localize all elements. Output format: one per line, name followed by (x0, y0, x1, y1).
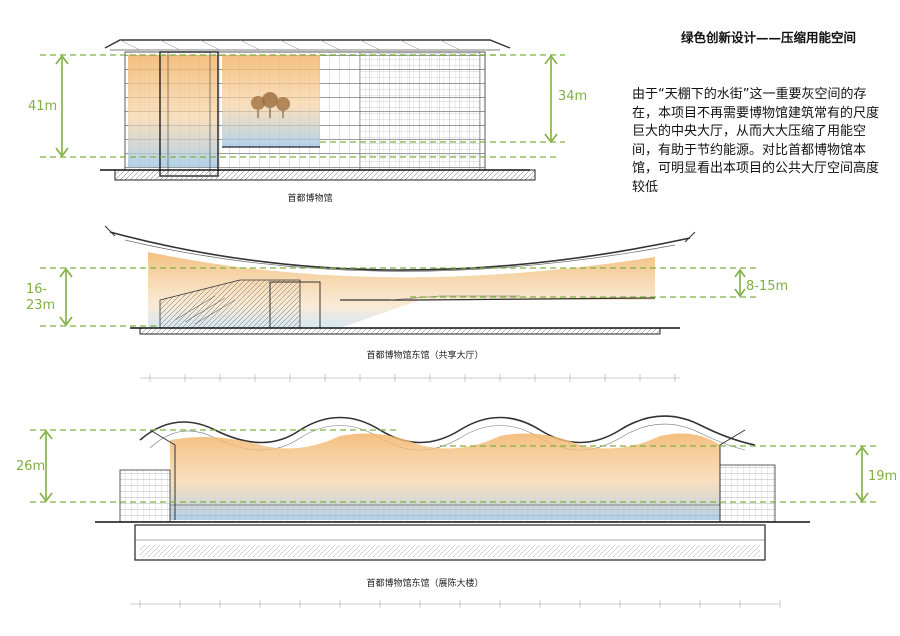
dim-label-34m: 34m (558, 89, 587, 104)
section-capital-museum (40, 39, 565, 181)
dim-label-19m: 19m (868, 469, 897, 484)
page-title: 绿色创新设计——压缩用能空间 (680, 30, 856, 45)
section-east-hall (40, 225, 760, 382)
caption-east-hall: 首都博物馆东馆（共享大厅） (366, 351, 484, 361)
description-text: 由于“天棚下的水街”这一重要灰空间的存在，本项目不再需要博物馆建筑常有的尺度巨大… (632, 87, 880, 195)
caption-capital-museum: 首都博物馆 (287, 194, 333, 204)
dim-label-8-15m: 8-15m (746, 279, 788, 294)
dim-label-41m: 41m (28, 99, 57, 114)
dim-label-16: 16- (26, 282, 48, 297)
section-east-exhibition (30, 415, 880, 608)
caption-east-exhibition: 首都博物馆东馆（展陈大楼） (366, 579, 484, 589)
dim-label-23m: 23m (26, 298, 55, 313)
dim-label-26m: 26m (16, 459, 45, 474)
